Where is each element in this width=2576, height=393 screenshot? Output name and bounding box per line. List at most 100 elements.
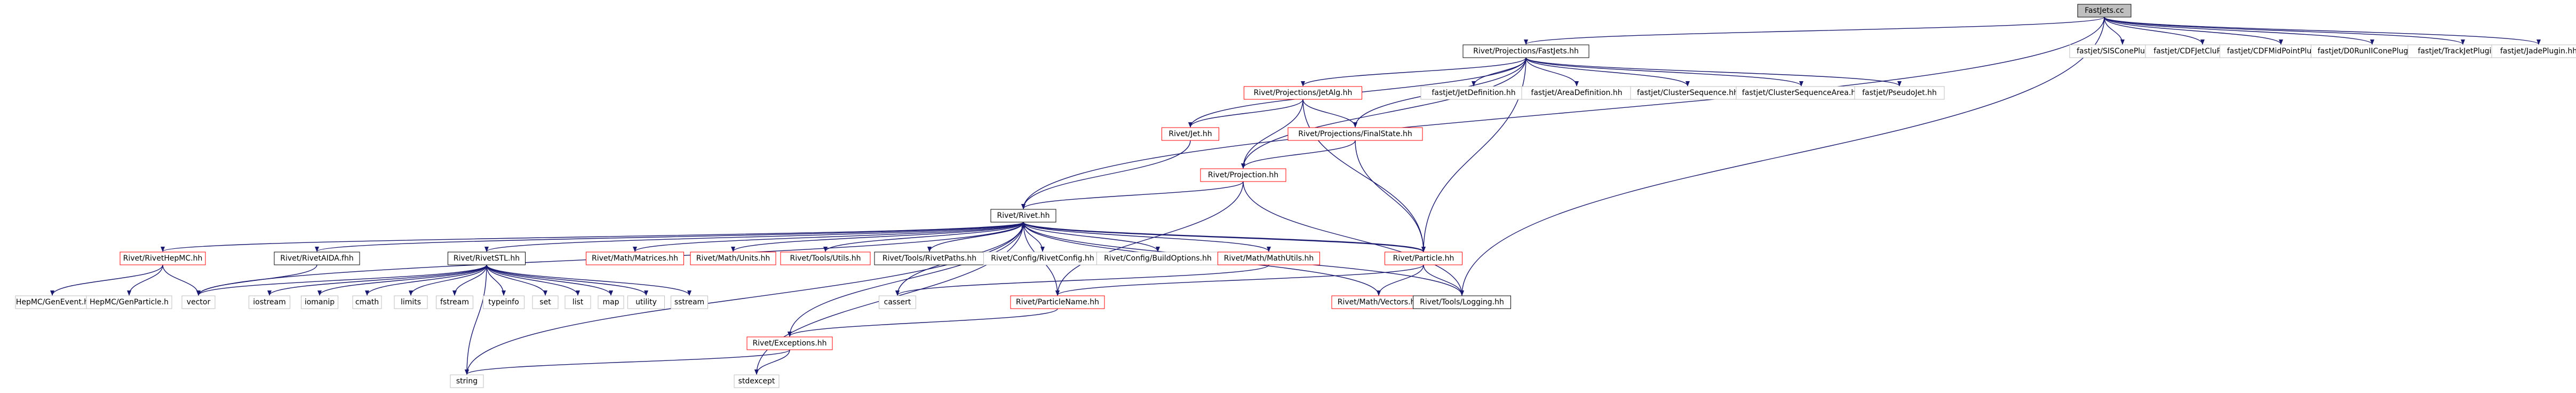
node-label: Rivet/Math/MathUtils.hh	[1224, 254, 1314, 263]
graph-node-rivetconfig[interactable]: Rivet/Config/RivetConfig.hh	[983, 251, 1102, 265]
graph-node-set[interactable]: set	[532, 295, 559, 309]
graph-node-iomanip[interactable]: iomanip	[301, 295, 338, 309]
graph-node-exceptions[interactable]: Rivet/Exceptions.hh	[746, 336, 833, 350]
graph-node-projection[interactable]: Rivet/Projection.hh	[1200, 168, 1286, 182]
graph-node-typeinfo[interactable]: typeinfo	[483, 295, 524, 309]
edge-root-to-logging	[1460, 17, 2105, 296]
graph-node-limits[interactable]: limits	[394, 295, 428, 309]
node-box	[1420, 86, 1527, 100]
edge-rivetstl-to-limits	[409, 264, 487, 296]
node-box	[627, 295, 665, 309]
edge-jetalg-to-projection	[1241, 99, 1303, 169]
edge-proj-fastjets-to-jetalg	[1301, 57, 1526, 87]
graph-node-units[interactable]: Rivet/Math/Units.hh	[690, 251, 776, 265]
graph-node-utils[interactable]: Rivet/Tools/Utils.hh	[780, 251, 871, 265]
node-box	[565, 295, 591, 309]
graph-node-finalstate[interactable]: Rivet/Projections/FinalState.hh	[1287, 127, 1423, 141]
graph-node-vector[interactable]: vector	[181, 295, 216, 309]
node-box	[450, 374, 484, 388]
graph-node-buildoptions[interactable]: Rivet/Config/BuildOptions.hh	[1096, 251, 1219, 265]
edge-projection-to-rivet	[1021, 181, 1244, 209]
node-box	[734, 374, 780, 388]
graph-node-utility[interactable]: utility	[627, 295, 665, 309]
node-box	[983, 251, 1102, 265]
node-label: fastjet/D0RunIIConePlugin.hh	[2318, 47, 2427, 56]
graph-node-cassert[interactable]: cassert	[879, 295, 916, 309]
node-label: Rivet/Projection.hh	[1208, 171, 1278, 179]
graph-node-rivetstl[interactable]: Rivet/RivetSTL.hh	[448, 251, 526, 265]
node-label: limits	[401, 298, 421, 306]
graph-node-fstream[interactable]: fstream	[436, 295, 473, 309]
graph-node-map[interactable]: map	[598, 295, 624, 309]
node-box	[120, 251, 206, 265]
edge-rivetstl-to-fstream	[452, 264, 487, 296]
graph-node-proj-fastjets[interactable]: Rivet/Projections/FastJets.hh	[1462, 44, 1589, 58]
graph-node-stdexcept[interactable]: stdexcept	[734, 374, 780, 388]
graph-node-matrices[interactable]: Rivet/Math/Matrices.hh	[586, 251, 684, 265]
node-label: cassert	[884, 298, 911, 306]
node-box	[1331, 295, 1426, 309]
node-label: Rivet/Projections/FinalState.hh	[1298, 130, 1412, 138]
node-box	[1096, 251, 1219, 265]
edge-rivetaida-to-vector	[196, 264, 317, 296]
node-label: Rivet/Config/BuildOptions.hh	[1104, 254, 1212, 263]
graph-node-iostream[interactable]: iostream	[249, 295, 290, 309]
graph-node-mathvectors[interactable]: Rivet/Math/Vectors.hh	[1331, 295, 1426, 309]
graph-node-rivetjet[interactable]: Rivet/Jet.hh	[1162, 127, 1219, 141]
graph-node-rivethepmc[interactable]: Rivet/RivetHepMC.hh	[120, 251, 206, 265]
edge-rivet-to-matrices	[633, 222, 1024, 252]
graph-node-cmath[interactable]: cmath	[352, 295, 382, 309]
node-box	[436, 295, 473, 309]
graph-node-rivet[interactable]: Rivet/Rivet.hh	[990, 209, 1056, 223]
node-label: fastjet/ClusterSequenceArea.hh	[1742, 89, 1861, 97]
node-box	[1736, 86, 1867, 100]
node-label: Rivet/RivetSTL.hh	[454, 254, 520, 263]
node-label: iomanip	[305, 298, 335, 306]
edge-mathutils-to-cassert	[895, 264, 1269, 296]
node-label: Rivet/Math/Matrices.hh	[592, 254, 678, 263]
graph-node-pseudojet[interactable]: fastjet/PseudoJet.hh	[1854, 86, 1945, 100]
node-box	[1244, 86, 1362, 100]
edge-root-to-jade	[2104, 17, 2541, 45]
graph-node-rivetpaths[interactable]: Rivet/Tools/RivetPaths.hh	[874, 251, 985, 265]
node-label: Rivet/RivetHepMC.hh	[123, 254, 203, 263]
node-box	[874, 251, 985, 265]
graph-node-clusterseqarea[interactable]: fastjet/ClusterSequenceArea.hh	[1736, 86, 1867, 100]
edge-rivet-to-rivetstl	[484, 222, 1024, 252]
node-box	[690, 251, 776, 265]
node-box	[1854, 86, 1945, 100]
graph-node-particlename[interactable]: Rivet/ParticleName.hh	[1010, 295, 1105, 309]
graph-node-mathutils[interactable]: Rivet/Math/MathUtils.hh	[1218, 251, 1320, 265]
node-label: Rivet/ParticleName.hh	[1016, 298, 1099, 306]
graph-node-jetalg[interactable]: Rivet/Projections/JetAlg.hh	[1244, 86, 1362, 100]
graph-node-jade[interactable]: fastjet/JadePlugin.hh	[2491, 44, 2576, 58]
graph-node-areadef[interactable]: fastjet/AreaDefinition.hh	[1521, 86, 1632, 100]
node-label: set	[539, 298, 551, 306]
graph-node-logging[interactable]: Rivet/Tools/Logging.hh	[1413, 295, 1511, 309]
graph-node-list[interactable]: list	[565, 295, 591, 309]
node-box	[274, 251, 360, 265]
graph-node-sstream[interactable]: sstream	[671, 295, 708, 309]
edge-rivetstl-to-string	[465, 264, 487, 375]
edge-rivet-to-mathutils	[1023, 222, 1271, 252]
graph-node-genparticle[interactable]: HepMC/GenParticle.h	[86, 295, 172, 309]
graph-node-root[interactable]: FastJets.cc	[2077, 4, 2132, 18]
node-label: fastjet/TrackJetPlugin.hh	[2418, 47, 2508, 56]
node-label: typeinfo	[488, 298, 519, 306]
node-label: Rivet/Config/RivetConfig.hh	[991, 254, 1094, 263]
edge-rivet-to-particle	[1023, 222, 1426, 252]
graph-node-string[interactable]: string	[450, 374, 484, 388]
graph-node-genevent[interactable]: HepMC/GenEvent.h	[15, 295, 90, 309]
edge-root-to-cdfjetclu	[2104, 17, 2205, 45]
edge-root-to-cdfmidpoint	[2104, 17, 2283, 45]
node-box	[1521, 86, 1632, 100]
graph-node-jetdef[interactable]: fastjet/JetDefinition.hh	[1420, 86, 1527, 100]
graph-node-rivetaida[interactable]: Rivet/RivetAIDA.fhh	[274, 251, 360, 265]
graph-node-clusterseq[interactable]: fastjet/ClusterSequence.hh	[1630, 86, 1745, 100]
edge-proj-fastjets-to-pseudojet	[1525, 57, 1902, 87]
edge-rivetstl-to-map	[486, 264, 613, 296]
node-box	[15, 295, 90, 309]
graph-node-particle[interactable]: Rivet/Particle.hh	[1385, 251, 1462, 265]
edge-rivet-to-units	[731, 222, 1024, 252]
